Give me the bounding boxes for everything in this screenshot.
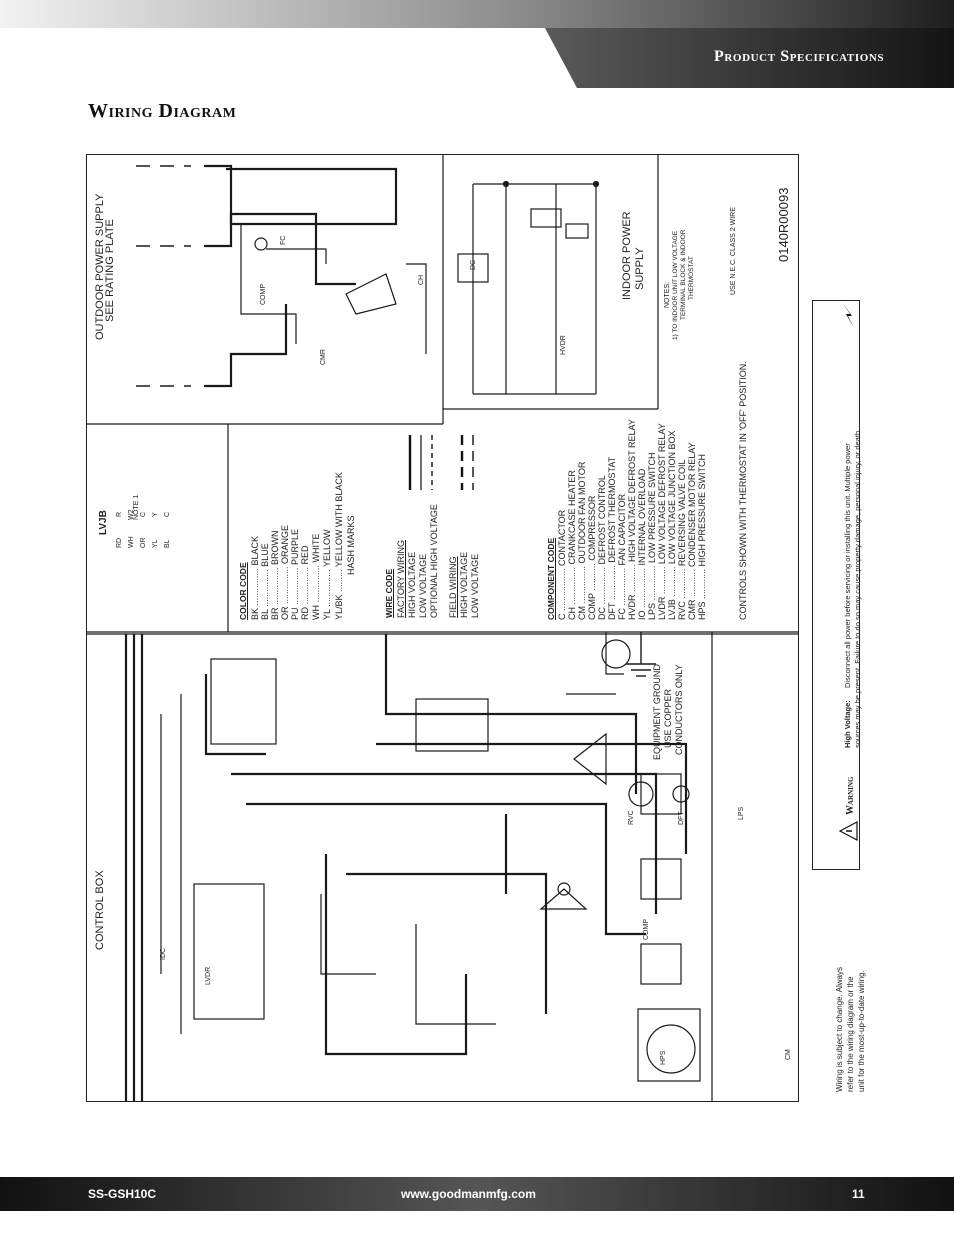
component-code-entry: HPS ............ HIGH PRESSURE SWITCH xyxy=(697,453,707,620)
note-line-1: 1) TO INDOOR UNIT LOW VOLTAGE xyxy=(672,230,679,340)
color-code-entry: YL ............... YELLOW xyxy=(322,529,332,620)
field-wiring-label: FIELD WIRING xyxy=(448,556,458,618)
warning-triangle-icon xyxy=(838,821,858,841)
component-code-entry: IO ................ INTERNAL OVERLOAD xyxy=(637,468,647,620)
side-note-line-2: refer to the wiring diagram or the xyxy=(846,976,855,1092)
footer-website[interactable]: www.goodmanmfg.com xyxy=(401,1187,536,1201)
product-title: Product Specifications xyxy=(714,48,885,65)
component-code-entry: LPS .............. LOW PRESSURE SWITCH xyxy=(647,452,657,620)
dc-label: DC xyxy=(470,259,477,270)
color-code-entry: PU ............... PURPLE xyxy=(290,528,300,620)
optional-high-voltage-label: OPTIONAL HIGH VOLTAGE xyxy=(429,504,439,618)
lvjb-terminal: R xyxy=(116,511,123,517)
footer-bar xyxy=(0,1177,954,1211)
color-code-entry: BR ............... BROWN xyxy=(270,530,280,620)
color-code-entry: WH ............... WHITE xyxy=(311,533,321,621)
see-rating-plate-label: SEE RATING PLATE xyxy=(104,219,116,322)
note-line-3: THERMOSTAT xyxy=(688,256,695,300)
header-bar xyxy=(0,0,954,117)
lvjb-terminal: C xyxy=(164,511,171,517)
comp-label: COMP xyxy=(260,284,267,305)
field-low-voltage-label: LOW VOLTAGE xyxy=(470,553,480,618)
component-code-entry: FC ............... FAN CAPACITOR xyxy=(617,493,627,620)
warning-line-1: Disconnect all power before servicing or… xyxy=(843,443,852,688)
color-code-title: COLOR CODE xyxy=(238,562,248,620)
note-use-class2: USE N.E.C. CLASS 2 WIRE xyxy=(730,207,737,295)
rvc-label: RVC xyxy=(628,810,635,825)
warning-label: High Voltage: xyxy=(843,700,852,748)
indoor-supply-label: SUPPLY xyxy=(634,247,646,290)
color-code-entry: YL/BK ......... YELLOW WITH BLACK xyxy=(334,472,344,620)
lvjb-wire: OR xyxy=(140,537,147,549)
color-code-entry: BL ............... BLUE xyxy=(260,543,270,620)
color-code-entry: HASH MARKS xyxy=(346,515,356,575)
idc-label: IDC xyxy=(160,947,167,960)
lvjb-wire: YL xyxy=(152,539,159,548)
component-code-entry: HVDR ........... HIGH VOLTAGE DEFROST RE… xyxy=(627,419,637,620)
notes-title: NOTES: xyxy=(664,281,671,308)
low-voltage-label: LOW VOLTAGE xyxy=(418,553,428,618)
cm-label: CM xyxy=(785,1049,792,1060)
note-line-2: TERMINAL BLOCK & INDOOR xyxy=(680,229,687,320)
wire-code-legend-lines xyxy=(408,435,474,490)
ch-label: CH xyxy=(418,274,425,285)
fc-label: FC xyxy=(280,235,287,245)
wiring-diagram xyxy=(86,154,799,1102)
equipment-ground-label: EQUIPMENT GROUND xyxy=(652,664,662,760)
component-code-entry: DC ............... DEFROST CONTROL xyxy=(597,475,607,620)
cmr-label: CMR xyxy=(320,349,327,365)
side-note-line-1: Wiring is subject to change. Always xyxy=(835,967,844,1092)
color-code-entry: OR ............... ORANGE xyxy=(280,524,290,620)
component-code-entry: CMR ........... CONDENSER MOTOR RELAY xyxy=(687,442,697,620)
lvjb-terminal: W2 xyxy=(128,509,135,521)
component-code-entry: DFT .............. DEFROST THERMOSTAT xyxy=(607,456,617,620)
lightning-bolt-icon xyxy=(842,302,854,328)
section-title: Wiring Diagram xyxy=(88,100,237,122)
lvjb-wire: RD xyxy=(116,537,123,548)
lvjb-wire: WH xyxy=(128,536,135,548)
factory-wiring-label: FACTORY WIRING xyxy=(396,539,406,618)
component-code-entry: LVDR ........... LOW VOLTAGE DEFROST REL… xyxy=(657,423,667,620)
warning-line-2: sources may be present. Failure to do so… xyxy=(853,428,862,748)
indoor-power-label: INDOOR POWER xyxy=(621,211,633,300)
lvjb-wire: BL xyxy=(164,539,171,548)
lvdr-label: LVDR xyxy=(205,966,212,985)
component-code-entry: CM ............... OUTDOOR FAN MOTOR xyxy=(577,461,587,620)
hps-label: HPS xyxy=(660,1050,667,1065)
dft-label: DFT xyxy=(678,811,685,825)
lvjb-terminal: C xyxy=(140,511,147,517)
comp-lower-label: COMP xyxy=(643,919,650,940)
high-voltage-label: HIGH VOLTAGE xyxy=(407,551,417,618)
footer-page-number: 11 xyxy=(852,1187,865,1201)
component-code-entry: C ................. CONTACTOR xyxy=(557,509,567,620)
drawing-number: 0140R00093 xyxy=(776,187,791,262)
conductors-only-label: CONDUCTORS ONLY xyxy=(674,664,684,755)
footer-model: SS-GSH10C xyxy=(88,1187,157,1201)
component-code-entry: COMP ........... COMPRESSOR xyxy=(587,495,597,620)
controls-shown-note: CONTROLS SHOWN WITH THERMOSTAT IN 'OFF' … xyxy=(738,361,748,620)
use-copper-label: USE COPPER xyxy=(663,688,673,748)
color-code-entry: BK ............... BLACK xyxy=(250,535,260,620)
wire-code-title: WIRE CODE xyxy=(384,568,394,618)
color-code-entry: RD ............... RED xyxy=(300,545,310,620)
component-code-entry: LVJB ............ LOW VOLTAGE JUNCTION B… xyxy=(667,430,677,620)
warning-title: Warning xyxy=(845,776,856,815)
component-code-title: COMPONENT CODE xyxy=(546,537,556,620)
field-high-voltage-label: HIGH VOLTAGE xyxy=(459,551,469,618)
component-code-entry: CH ............... CRANKCASE HEATER xyxy=(567,470,577,620)
lvjb-terminal: Y xyxy=(152,512,159,517)
hvdr-label: HVDR xyxy=(560,335,567,355)
lps-label: LPS xyxy=(738,806,745,820)
warning-box xyxy=(812,300,860,870)
side-note-line-3: unit for the most-up-to-date wiring. xyxy=(857,970,866,1092)
lvjb-label: LVJB xyxy=(98,510,109,535)
component-code-entry: RVC ............ REVERSING VALVE COIL xyxy=(677,459,687,620)
control-box-label: CONTROL BOX xyxy=(94,870,106,950)
